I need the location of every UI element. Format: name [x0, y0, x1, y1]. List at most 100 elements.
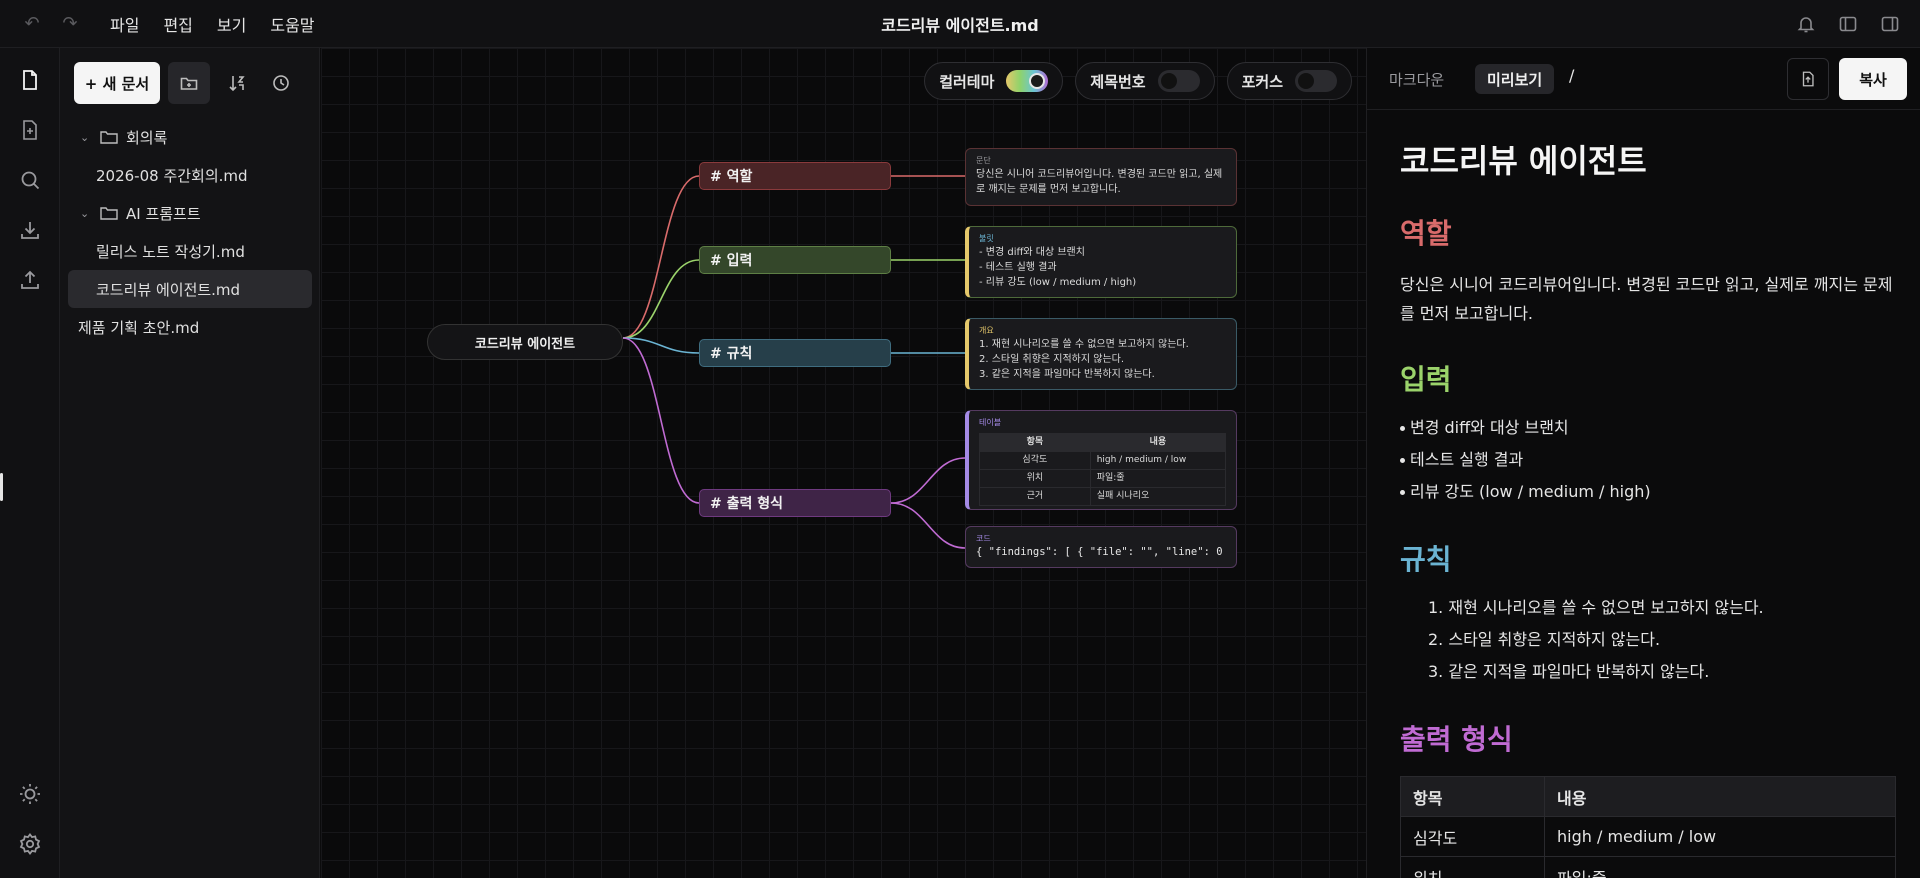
card-outline[interactable]: 개요 1. 재현 시나리오를 쓸 수 없으면 보고하지 않는다. 2. 스타일 …	[965, 318, 1237, 390]
preview-heading-role: 역할	[1400, 217, 1452, 250]
mindmap-heading-rules[interactable]: # 규칙	[699, 339, 891, 367]
list-item: 리뷰 강도 (low / medium / high)	[1400, 476, 1900, 508]
focus-toggle[interactable]: 포커스	[1226, 62, 1352, 100]
menu-view[interactable]: 보기	[216, 16, 247, 35]
card-paragraph[interactable]: 문단 당신은 시니어 코드리뷰어입니다. 변경된 코드만 읽고, 실제로 깨지는…	[965, 148, 1237, 206]
tree-folder-ai-prompts[interactable]: ⌄ AI 프롬프트	[60, 194, 320, 232]
tab-preview[interactable]: 미리보기	[1475, 64, 1555, 94]
table-cell: 심각도	[1400, 816, 1545, 857]
sun-icon[interactable]	[18, 782, 42, 806]
mini-table-cell: 파일:줄	[1089, 469, 1227, 488]
bell-icon[interactable]	[1796, 14, 1816, 34]
card-code[interactable]: 코드 { "findings": [ { "file": "", "line":…	[965, 526, 1237, 568]
preview-header: 마크다운 미리보기 / 복사	[1367, 48, 1920, 110]
preview-bullet-list: 변경 diff와 대상 브랜치 테스트 실행 결과 리뷰 강도 (low / m…	[1400, 412, 1900, 508]
new-document-button[interactable]: + 새 문서	[74, 62, 160, 104]
download-icon[interactable]	[18, 218, 42, 242]
mindmap-heading-output[interactable]: # 출력 형식	[699, 489, 891, 517]
preview-content: 코드리뷰 에이전트 역할 당신은 시니어 코드리뷰어입니다. 변경된 코드만 읽…	[1400, 132, 1900, 878]
rail-active-marker	[0, 473, 3, 501]
undo-icon[interactable]: ↶	[24, 13, 40, 34]
tree-file-weekly-meeting[interactable]: 2026-08 주간회의.md	[60, 156, 320, 194]
card-type: 개요	[979, 326, 994, 335]
mindmap-root-node[interactable]: 코드리뷰 에이전트	[427, 324, 623, 360]
menu-help[interactable]: 도움말	[270, 16, 315, 35]
tree-file-release-notes[interactable]: 릴리스 노트 작성기.md	[60, 232, 320, 270]
history-button[interactable]	[260, 62, 302, 104]
table-header: 내용	[1544, 776, 1896, 817]
card-bullets[interactable]: 불릿 - 변경 diff와 대상 브랜치 - 테스트 실행 결과 - 리뷰 강도…	[965, 226, 1237, 298]
card-outline-item: 3. 같은 지적을 파일마다 반복하지 않는다.	[979, 369, 1155, 380]
card-code-text: { "findings": [ { "file": "", "line": 0	[976, 546, 1223, 558]
toggle-switch[interactable]	[1295, 70, 1337, 92]
redo-icon[interactable]: ↷	[62, 13, 78, 34]
tree-file-label: 릴리스 노트 작성기.md	[96, 242, 245, 261]
tab-markdown[interactable]: 마크다운	[1389, 70, 1445, 89]
new-folder-button[interactable]	[168, 62, 210, 104]
preview-numbered-list: 1. 재현 시나리오를 쓸 수 없으면 보고하지 않는다. 2. 스타일 취향은…	[1400, 592, 1900, 688]
mindmap-heading-role[interactable]: # 역할	[699, 162, 891, 190]
mindmap-heading-input[interactable]: # 입력	[699, 246, 891, 274]
preview-pane: 마크다운 미리보기 / 복사 코드리뷰 에이전트 역할 당신은 시니어 코드리뷰…	[1366, 48, 1920, 878]
settings-icon[interactable]	[18, 832, 42, 856]
export-button[interactable]	[1787, 58, 1829, 100]
new-file-icon[interactable]	[18, 118, 42, 142]
export-file-icon	[1802, 71, 1814, 87]
tree-file-label: 코드리뷰 에이전트.md	[96, 280, 241, 299]
card-type: 코드	[976, 534, 991, 543]
menu-bar: 파일 편집 보기 도움말	[110, 12, 315, 36]
toggle-switch[interactable]	[1006, 70, 1049, 92]
sort-icon	[229, 76, 245, 92]
table-cell: 위치	[1400, 856, 1545, 878]
preview-heading-rules: 규칙	[1400, 543, 1452, 576]
folder-icon	[100, 131, 118, 144]
mini-table-cell: 위치	[979, 469, 1091, 488]
tree-file-product-plan[interactable]: 제품 기획 초안.md	[60, 308, 320, 346]
toggle-label: 컬러테마	[939, 72, 995, 91]
top-bar: ↶ ↷ 파일 편집 보기 도움말 코드리뷰 에이전트.md	[0, 0, 1920, 48]
tree-file-code-review-agent[interactable]: 코드리뷰 에이전트.md	[68, 270, 312, 308]
menu-edit[interactable]: 편집	[163, 16, 193, 35]
sidebar-right-icon[interactable]	[1880, 14, 1900, 34]
sort-button[interactable]	[216, 62, 258, 104]
sidebar-left-icon[interactable]	[1838, 14, 1858, 34]
card-type: 불릿	[979, 234, 994, 243]
tree-folder-meetings[interactable]: ⌄ 회의록	[60, 118, 320, 156]
folder-icon	[100, 207, 118, 220]
mini-table-cell: 근거	[979, 487, 1091, 506]
history-icon	[273, 75, 289, 91]
color-theme-toggle[interactable]: 컬러테마	[924, 62, 1064, 100]
list-item: 1. 재현 시나리오를 쓸 수 없으면 보고하지 않는다.	[1428, 598, 1764, 617]
list-item: 테스트 실행 결과	[1400, 444, 1900, 476]
file-icon[interactable]	[18, 68, 42, 92]
chevron-down-icon: ⌄	[80, 206, 90, 220]
preview-slash: /	[1569, 66, 1575, 85]
upload-icon[interactable]	[18, 268, 42, 292]
mini-table-header: 내용	[1089, 433, 1227, 452]
file-sidebar: + 새 문서 ⌄ 회의록 2026-08 주간회의.md ⌄ AI 프롬프트 릴…	[60, 48, 320, 878]
card-bullet-item: - 리뷰 강도 (low / medium / high)	[979, 277, 1137, 288]
left-rail	[0, 48, 60, 878]
file-tree: ⌄ 회의록 2026-08 주간회의.md ⌄ AI 프롬프트 릴리스 노트 작…	[60, 118, 320, 346]
menu-file[interactable]: 파일	[110, 16, 140, 35]
copy-button[interactable]: 복사	[1839, 58, 1907, 100]
mini-table-cell: 실패 시나리오	[1089, 487, 1227, 506]
preview-paragraph: 당신은 시니어 코드리뷰어입니다. 변경된 코드만 읽고, 실제로 깨지는 문제…	[1400, 275, 1893, 323]
toggle-label: 제목번호	[1090, 72, 1146, 91]
list-item: 변경 diff와 대상 브랜치	[1400, 412, 1900, 444]
list-item: 3. 같은 지적을 파일마다 반복하지 않는다.	[1428, 662, 1710, 681]
mindmap-connectors	[622, 175, 966, 549]
heading-numbers-toggle[interactable]: 제목번호	[1075, 62, 1215, 100]
mini-table-header: 항목	[979, 433, 1091, 452]
mindmap-canvas[interactable]: 컬러테마 제목번호 포커스 코드리뷰 에이전트 # 역할 # 입력 # 규칙 #…	[321, 48, 1366, 878]
toggle-switch[interactable]	[1157, 70, 1200, 92]
mini-table-cell: 심각도	[979, 451, 1091, 470]
preview-heading-input: 입력	[1400, 363, 1452, 396]
search-icon[interactable]	[18, 168, 42, 192]
